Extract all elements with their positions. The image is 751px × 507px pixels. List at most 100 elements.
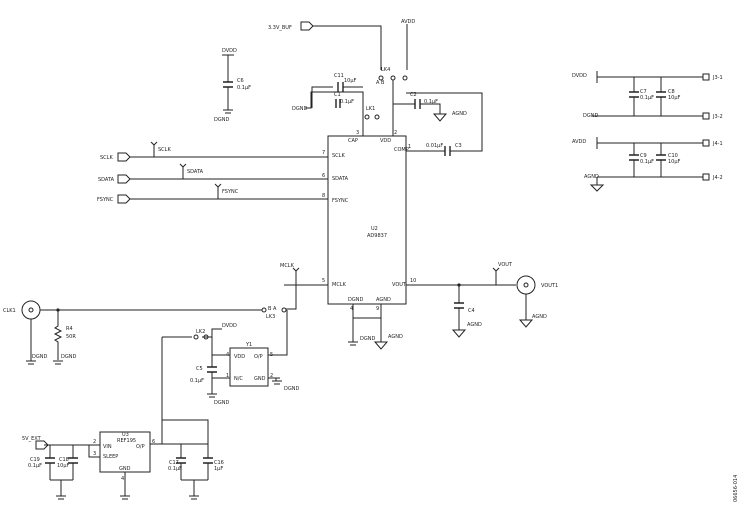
c6-val: 0.1µF [237, 85, 251, 91]
c5-ref: C5 [196, 366, 203, 372]
u3-part: REF195 [117, 438, 136, 444]
u2-pinnum-1: 1 [408, 144, 411, 150]
y1-ref: Y1 [245, 342, 252, 348]
wire-clk1 [26, 309, 262, 365]
c7-c8-wires [633, 77, 662, 116]
sclk-left-label: SCLK [100, 155, 113, 161]
c19-plates [45, 457, 55, 464]
u3-num-3: 3 [93, 451, 96, 457]
u2-pin-dgnd: DGND [348, 297, 363, 303]
vout-tp-label: VOUT [498, 262, 513, 268]
c3-plates [444, 146, 451, 156]
wire-y1-op [268, 310, 288, 356]
u2-pin-sclk: SCLK [332, 153, 345, 159]
c11-plates [337, 82, 344, 92]
c19-ref: C19 [30, 457, 40, 463]
u3-num-6: 6 [152, 439, 155, 445]
agnd-c2-label: AGND [452, 111, 467, 117]
j3-pin1-box [702, 73, 710, 81]
wire-u3-to-lk2 [150, 337, 209, 445]
wire-mclk [284, 284, 328, 310]
c7-val: 0.1µF [640, 95, 654, 101]
u2-ref: U2 [371, 226, 378, 232]
fsync-connector [117, 194, 131, 204]
c1-plates [335, 99, 341, 108]
c6-ref: C6 [237, 78, 244, 84]
agnd-ic-label: AGND [388, 334, 403, 340]
c19-val: 0.1µF [28, 463, 42, 469]
dgnd-top-label: DGND [292, 106, 307, 112]
u2-pin-sdata: SDATA [332, 176, 349, 182]
agnd-c4-sym [451, 329, 467, 338]
c18-ref: C18 [59, 457, 69, 463]
u3-pin-sleep: SLEEP [103, 454, 118, 460]
y1-num-2: 2 [270, 373, 273, 379]
wire-y1-vdd [207, 337, 230, 398]
lk3-ab-label: B A [268, 306, 277, 312]
wire-dvdd-lk2 [162, 328, 222, 338]
clk1-bnc-outer [21, 300, 41, 320]
u2-pinnum-8: 8 [322, 193, 325, 199]
c1-ref: C1 [334, 92, 341, 98]
u3-pin-vin: VIN [103, 444, 112, 450]
buf-3v3-label: 3.3V_BUF [268, 25, 292, 31]
u2-pin-comp: COMP [394, 147, 409, 153]
j4-1-label: J4-1 [712, 141, 723, 147]
lk1-pad-b [374, 114, 380, 120]
dgnd-r4-label: DGND [61, 354, 76, 360]
clk1-bnc-inner [28, 307, 34, 313]
ext-5v-label: 5V_EXT [22, 436, 42, 442]
u2-pin-agnd: AGND [376, 297, 391, 303]
c9-val: 0.1µF [640, 159, 654, 165]
u2-part: AD9837 [367, 233, 387, 239]
figure-id: 06656-014 [733, 475, 739, 502]
u3-pin-gnd: GND [119, 466, 131, 472]
wire-dgnd-ic [348, 304, 382, 346]
dgnd-c6-label: DGND [214, 117, 229, 123]
avdd-bar [596, 137, 703, 149]
lk4-pad-c [402, 75, 408, 81]
j4-pin2-box [702, 173, 710, 181]
c6-wire [222, 54, 234, 114]
j4-pin1-box [702, 139, 710, 147]
agnd-c4-label: AGND [467, 322, 482, 328]
dvdd-j3-label: DVDD [572, 73, 587, 79]
u2-pinnum-6: 6 [322, 173, 325, 179]
dgnd-y1-label: DGND [284, 386, 299, 392]
c10-plates [656, 154, 666, 161]
c5-val: 0.1µF [190, 378, 204, 384]
c5-plates [207, 366, 217, 373]
wire-u3-gnd [120, 472, 130, 500]
c11-ref: C11 [334, 73, 344, 79]
sclk-tp-label: SCLK [158, 147, 171, 153]
y1-pin-gnd: GND [254, 376, 266, 382]
c16-val: 1µF [214, 466, 223, 472]
dgnd-clk1-label: DGND [32, 354, 47, 360]
wire-c11 [311, 86, 363, 108]
c8-val: 10µF [668, 95, 681, 101]
c9-c10-wires [633, 143, 662, 177]
c2-ref: C2 [410, 92, 417, 98]
c8-plates [656, 91, 666, 98]
dvdd-y1-label: DVDD [222, 323, 237, 329]
c17-c16-wires [180, 444, 209, 500]
lk4-label: LK4 [381, 67, 390, 73]
u2-pin-fsync: FSYNC [332, 198, 349, 204]
vout1-bnc-inner [523, 282, 529, 288]
lk4-sub-label: A B [376, 80, 385, 86]
u2-pin-vdd: VDD [380, 138, 391, 144]
avdd-j4-label: AVDD [572, 139, 586, 145]
dvdd-bar [596, 71, 703, 83]
lk1-label: LK1 [366, 106, 375, 112]
c16-ref: C16 [214, 460, 224, 466]
vout1-label: VOUT1 [541, 283, 558, 289]
fsync-left-label: FSYNC [97, 197, 114, 203]
lk4-pad-b [390, 75, 396, 81]
agnd-vout1-sym [518, 319, 534, 328]
sclk-testpoint [150, 141, 158, 157]
lk2-pad-a [193, 334, 199, 340]
c9-plates [629, 154, 639, 161]
vout1-bnc-outer [516, 275, 536, 295]
y1-pin-op: O/P [254, 354, 263, 360]
